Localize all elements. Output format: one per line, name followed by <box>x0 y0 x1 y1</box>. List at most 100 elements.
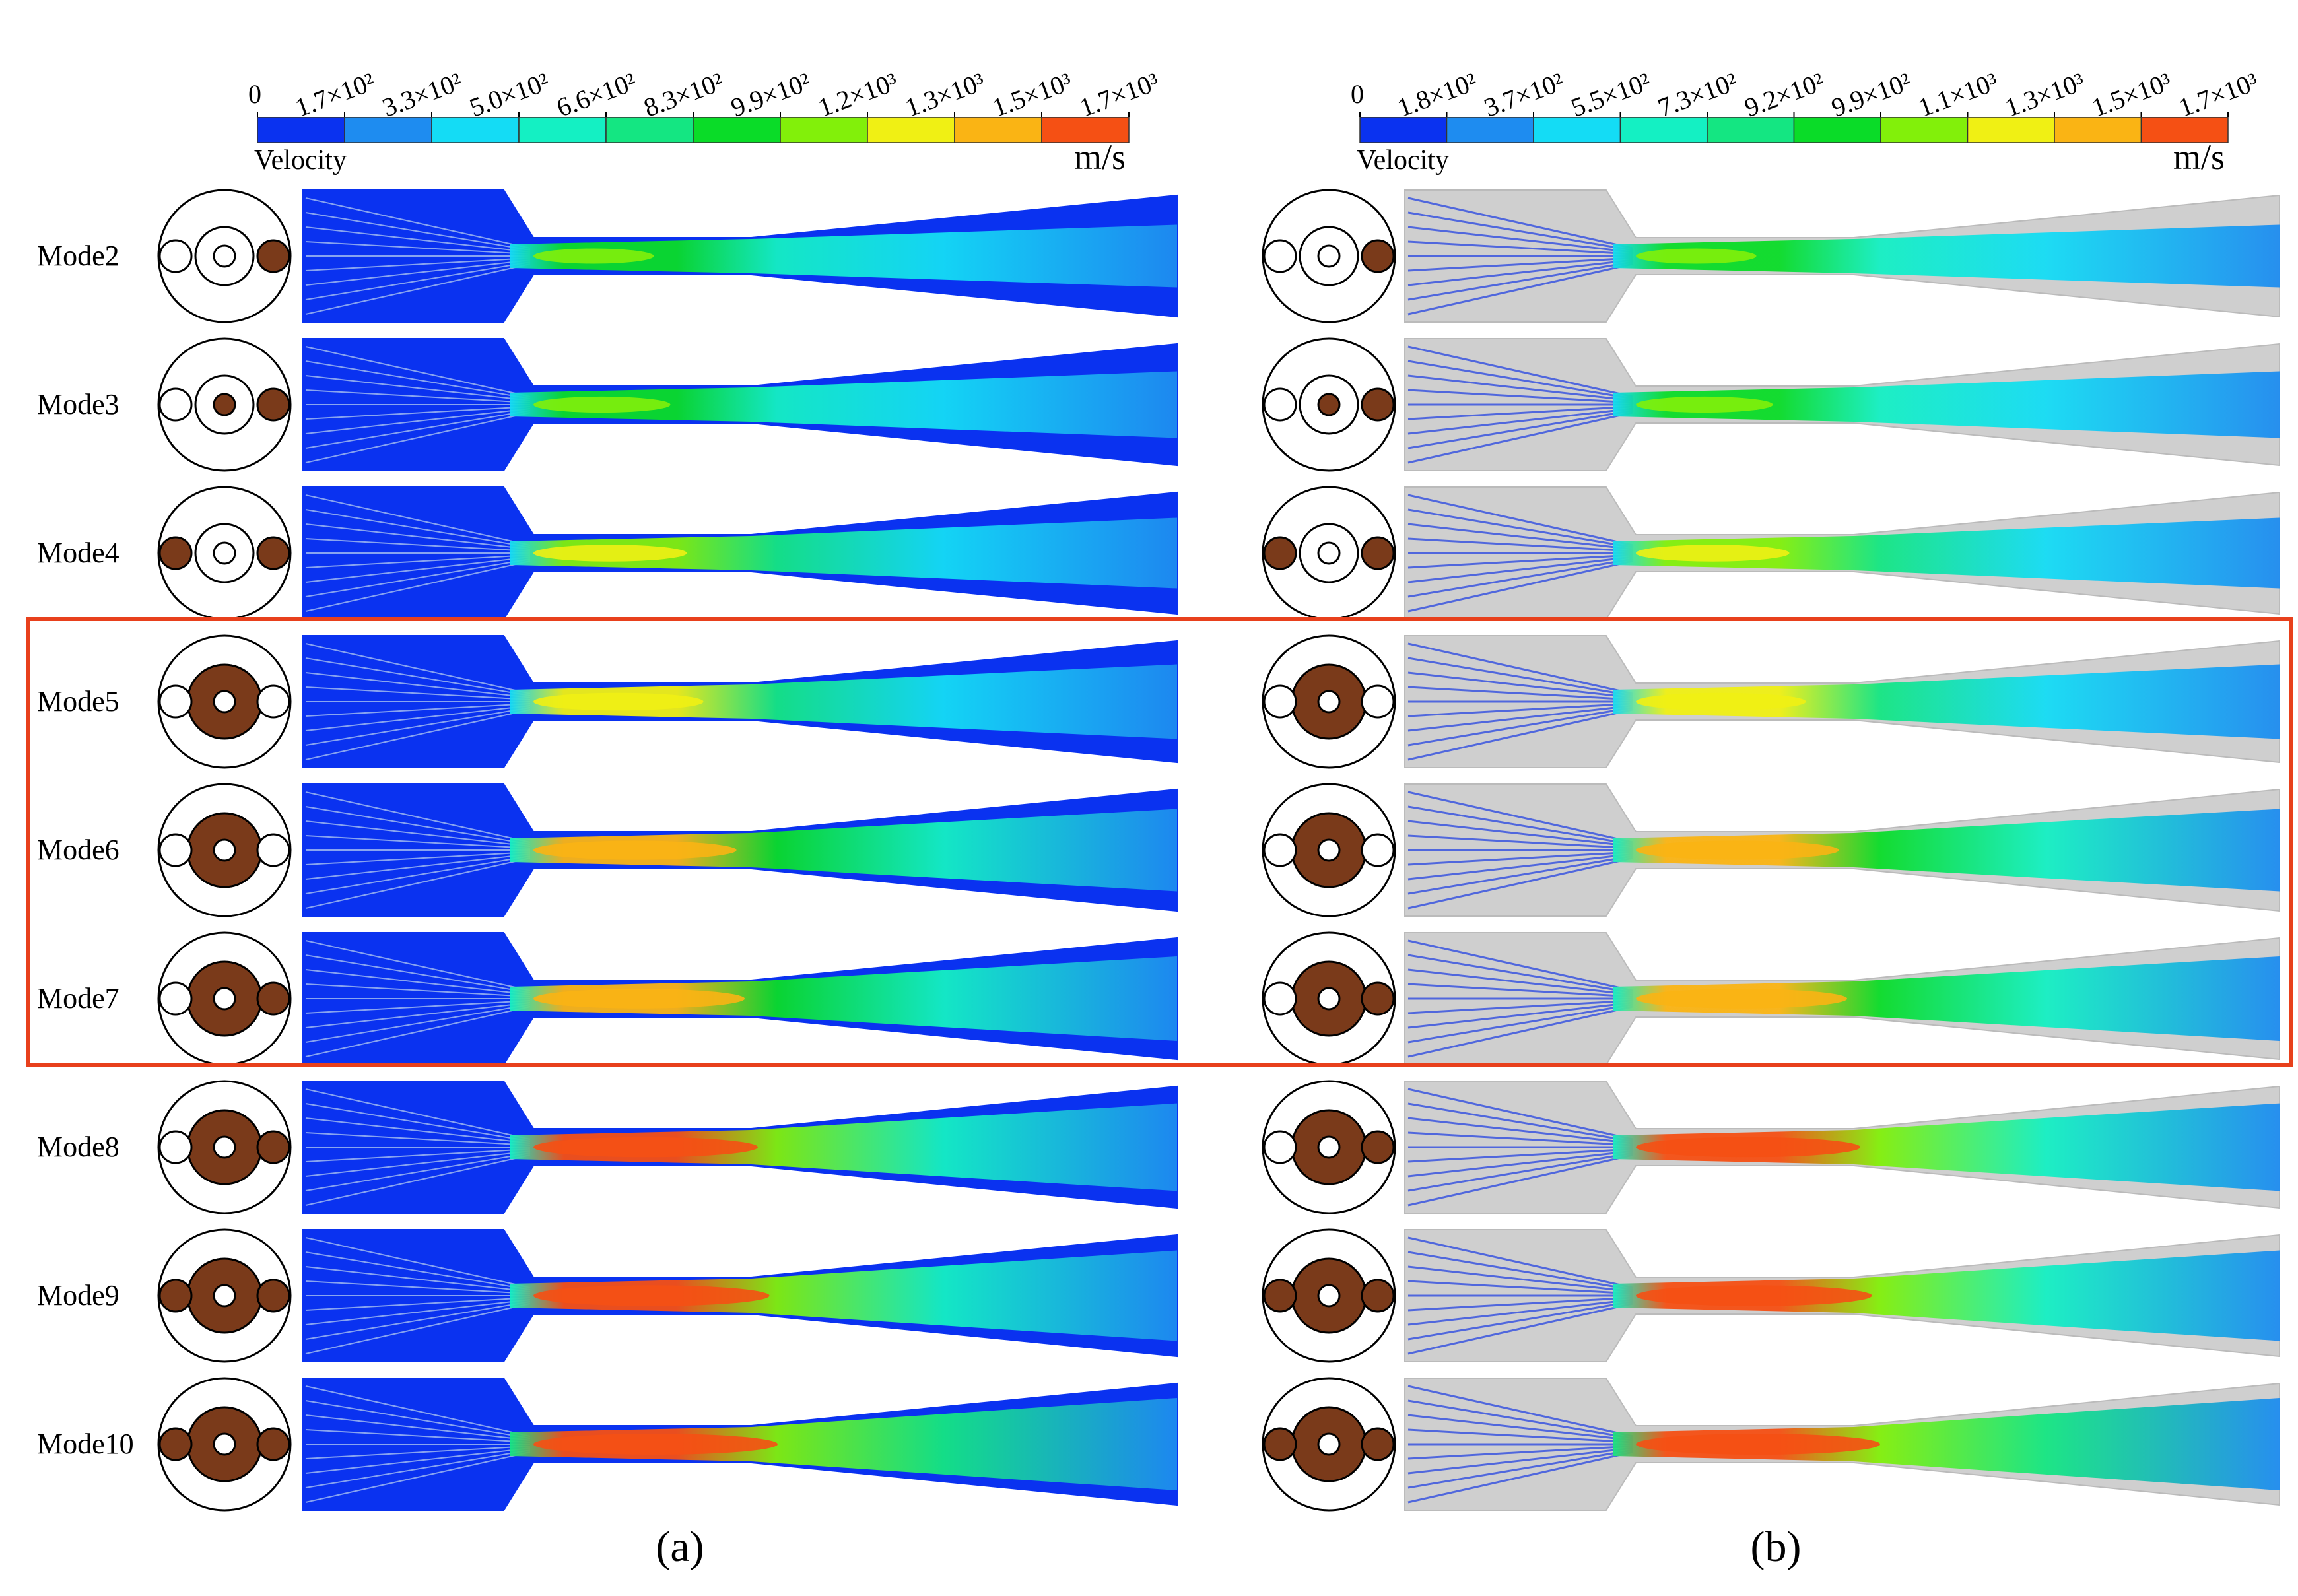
inlet-streak <box>1407 1003 1633 1044</box>
inlet-streak <box>1407 1449 1633 1489</box>
mode-row-a <box>157 783 1178 917</box>
velocity-plume <box>1613 1103 2280 1191</box>
inlet-streak <box>1407 211 1633 251</box>
side-injector-left <box>158 536 193 570</box>
side-injector-left <box>1263 684 1297 719</box>
colorbar-tick-label: 1.5×10³ <box>2088 67 2175 123</box>
side-injector-right <box>1361 239 1395 273</box>
velocity-plume <box>1613 224 2280 288</box>
colorbar-segment <box>2140 117 2229 143</box>
inlet-streak <box>1407 657 1633 697</box>
inlet-streak <box>1407 939 1633 992</box>
inlet-streak <box>305 1429 531 1443</box>
colorbar-segment <box>1533 117 1621 143</box>
inlet-streak <box>305 851 531 865</box>
inlet-streak <box>305 212 531 251</box>
inlet-streak <box>305 1449 531 1488</box>
jet-core <box>1636 840 1839 860</box>
colorbar-segment <box>1967 117 2055 143</box>
velocity-plume <box>1613 956 2280 1041</box>
mode-row-a <box>157 1080 1178 1214</box>
jet-core <box>1636 692 1806 711</box>
jet-core <box>533 840 737 860</box>
inlet-streak <box>1407 834 1633 849</box>
mode-label: Mode3 <box>37 388 119 420</box>
inlet-streak <box>1407 259 1633 286</box>
velocity-plume <box>510 517 1177 589</box>
inlet-streak <box>1407 389 1633 404</box>
inlet-streak <box>305 707 531 746</box>
inlet-streak <box>305 412 531 463</box>
inlet-streak <box>1407 1302 1633 1355</box>
velocity-plume <box>1613 809 2280 892</box>
side-injector-left <box>1263 239 1297 273</box>
jet-core <box>1636 989 1847 1009</box>
mode-row-b <box>1262 1377 2280 1512</box>
colorbar-tick-label: 5.5×10² <box>1567 67 1654 123</box>
inlet-streak <box>1407 1447 1633 1475</box>
inlet-streak <box>1407 791 1633 844</box>
velocity-plume <box>1613 517 2280 589</box>
side-injector-left <box>1263 387 1297 422</box>
colorbar-segment <box>693 117 781 143</box>
colorbar-segment <box>344 117 432 143</box>
inlet-streak <box>1407 409 1633 449</box>
velocity-plume <box>510 809 1177 892</box>
mode-row-b <box>1262 634 2280 769</box>
inlet-streak <box>1407 263 1633 316</box>
inlet-streak <box>305 346 531 397</box>
center-port <box>1317 690 1341 714</box>
jet-core <box>1636 545 1790 562</box>
inlet-streak <box>305 791 531 843</box>
inlet-streak <box>305 709 531 760</box>
mode-row-b <box>1262 486 2280 620</box>
mode-label: Mode7 <box>37 982 119 1014</box>
side-injector-right <box>1361 536 1395 570</box>
mode-row-b <box>1262 337 2280 472</box>
inlet-streak <box>305 494 531 546</box>
colorbar-segment <box>954 117 1042 143</box>
mode-row-a <box>157 634 1178 769</box>
side-injector-left <box>158 833 193 867</box>
center-port <box>1317 1135 1341 1159</box>
inlet-streak <box>305 969 531 995</box>
inlet-streak <box>305 672 531 698</box>
mode-label: Mode4 <box>37 537 119 569</box>
velocity-plume <box>510 664 1177 739</box>
side-injector-right <box>1361 1427 1395 1461</box>
inlet-streak <box>305 241 531 255</box>
mode-label: Mode9 <box>37 1279 119 1312</box>
side-injector-left <box>158 1130 193 1164</box>
inlet-streak <box>1407 537 1633 552</box>
inlet-streak <box>1407 240 1633 255</box>
inlet-streak <box>1407 1414 1633 1442</box>
legend-title: Velocity <box>1357 145 1449 176</box>
mode-row-b <box>1262 783 2280 917</box>
inlet-streak <box>1407 345 1633 398</box>
mode-row-b <box>1262 1080 2280 1214</box>
side-injector-right <box>1361 833 1395 867</box>
inlet-streak <box>1407 1265 1633 1293</box>
velocity-plume <box>1613 1398 2280 1490</box>
inlet-streak <box>305 853 531 880</box>
jet-core <box>533 989 745 1009</box>
inlet-streak <box>1407 857 1633 910</box>
inlet-streak <box>305 1280 531 1294</box>
inlet-streak <box>305 360 531 399</box>
inlet-streak <box>305 1400 531 1439</box>
inlet-streak <box>305 197 531 249</box>
inlet-streak <box>305 1117 531 1144</box>
side-injector-right <box>256 1279 290 1313</box>
side-injector-left <box>1263 833 1297 867</box>
inlet-streak <box>1407 1445 1633 1460</box>
inlet-streak <box>1407 374 1633 402</box>
inlet-streak <box>1407 706 1633 747</box>
inlet-streak <box>305 509 531 548</box>
inlet-streak <box>305 259 531 286</box>
inlet-streak <box>305 983 531 997</box>
center-port <box>1317 1432 1341 1456</box>
caption-b: (b) <box>1751 1523 1802 1571</box>
inlet-streak <box>305 554 531 568</box>
